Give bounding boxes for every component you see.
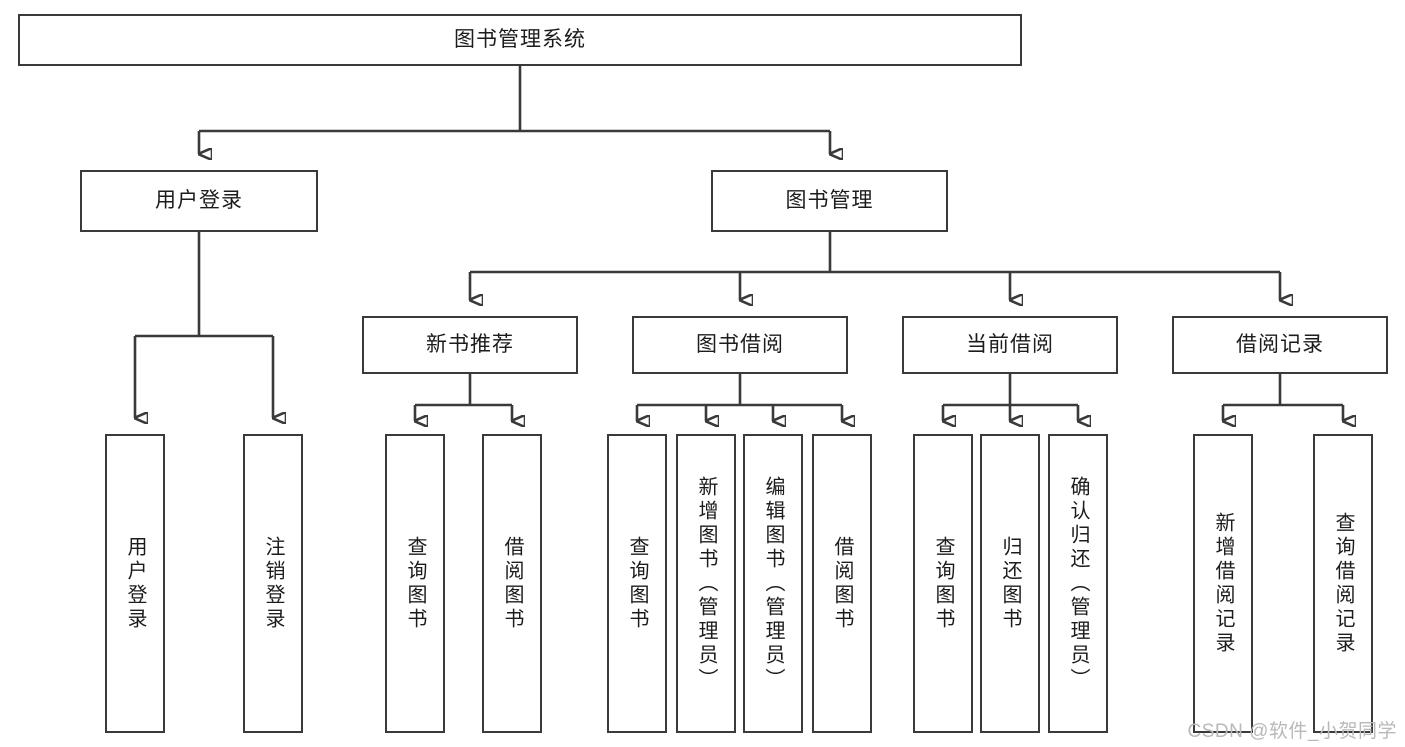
leaf-borrow-query-book[interactable]: 查询图书 xyxy=(607,434,667,733)
leaf-borrow-edit-book-admin[interactable]: 编辑图书（管理员） xyxy=(743,434,803,733)
leaf-recommend-borrow-book[interactable]: 借阅图书 xyxy=(482,434,542,733)
leaf-current-query-book[interactable]: 查询图书 xyxy=(913,434,973,733)
node-label: 确认归还（管理员） xyxy=(1067,475,1089,692)
node-label: 当前借阅 xyxy=(966,333,1054,357)
node-label: 借阅记录 xyxy=(1236,333,1324,357)
node-root-book-management-system[interactable]: 图书管理系统 xyxy=(18,14,1022,66)
node-label: 用户登录 xyxy=(124,535,146,632)
node-label: 图书管理 xyxy=(785,189,874,213)
node-label: 借阅图书 xyxy=(501,535,523,632)
node-label: 注销登录 xyxy=(262,535,284,632)
node-label: 用户登录 xyxy=(155,189,243,213)
node-borrow-record[interactable]: 借阅记录 xyxy=(1172,316,1388,374)
leaf-borrow-borrow-book[interactable]: 借阅图书 xyxy=(812,434,872,733)
node-label: 查询借阅记录 xyxy=(1332,511,1354,656)
leaf-recommend-query-book[interactable]: 查询图书 xyxy=(385,434,445,733)
node-label: 编辑图书（管理员） xyxy=(762,475,784,692)
leaf-user-login-logout[interactable]: 注销登录 xyxy=(243,434,303,733)
leaf-record-query-record[interactable]: 查询借阅记录 xyxy=(1313,434,1373,733)
node-label: 新增借阅记录 xyxy=(1212,511,1234,656)
leaf-current-confirm-return-admin[interactable]: 确认归还（管理员） xyxy=(1048,434,1108,733)
node-label: 查询图书 xyxy=(626,535,648,632)
node-book-borrow[interactable]: 图书借阅 xyxy=(632,316,848,374)
node-label: 借阅图书 xyxy=(831,535,853,632)
leaf-current-return-book[interactable]: 归还图书 xyxy=(980,434,1040,733)
node-label: 图书借阅 xyxy=(696,333,784,357)
node-current-borrow[interactable]: 当前借阅 xyxy=(902,316,1118,374)
node-user-login[interactable]: 用户登录 xyxy=(80,170,318,232)
node-label: 图书管理系统 xyxy=(454,28,586,52)
node-label: 新书推荐 xyxy=(426,333,514,357)
csdn-watermark: CSDN @软件_小贺同学 xyxy=(1187,721,1397,742)
node-label: 新增图书（管理员） xyxy=(695,475,717,692)
leaf-record-add-record[interactable]: 新增借阅记录 xyxy=(1193,434,1253,733)
node-book-management[interactable]: 图书管理 xyxy=(711,170,948,232)
leaf-borrow-add-book-admin[interactable]: 新增图书（管理员） xyxy=(676,434,736,733)
node-label: 查询图书 xyxy=(932,535,954,632)
node-label: 归还图书 xyxy=(999,535,1021,632)
node-label: 查询图书 xyxy=(404,535,426,632)
node-new-book-recommend[interactable]: 新书推荐 xyxy=(362,316,578,374)
leaf-user-login-login[interactable]: 用户登录 xyxy=(105,434,165,733)
